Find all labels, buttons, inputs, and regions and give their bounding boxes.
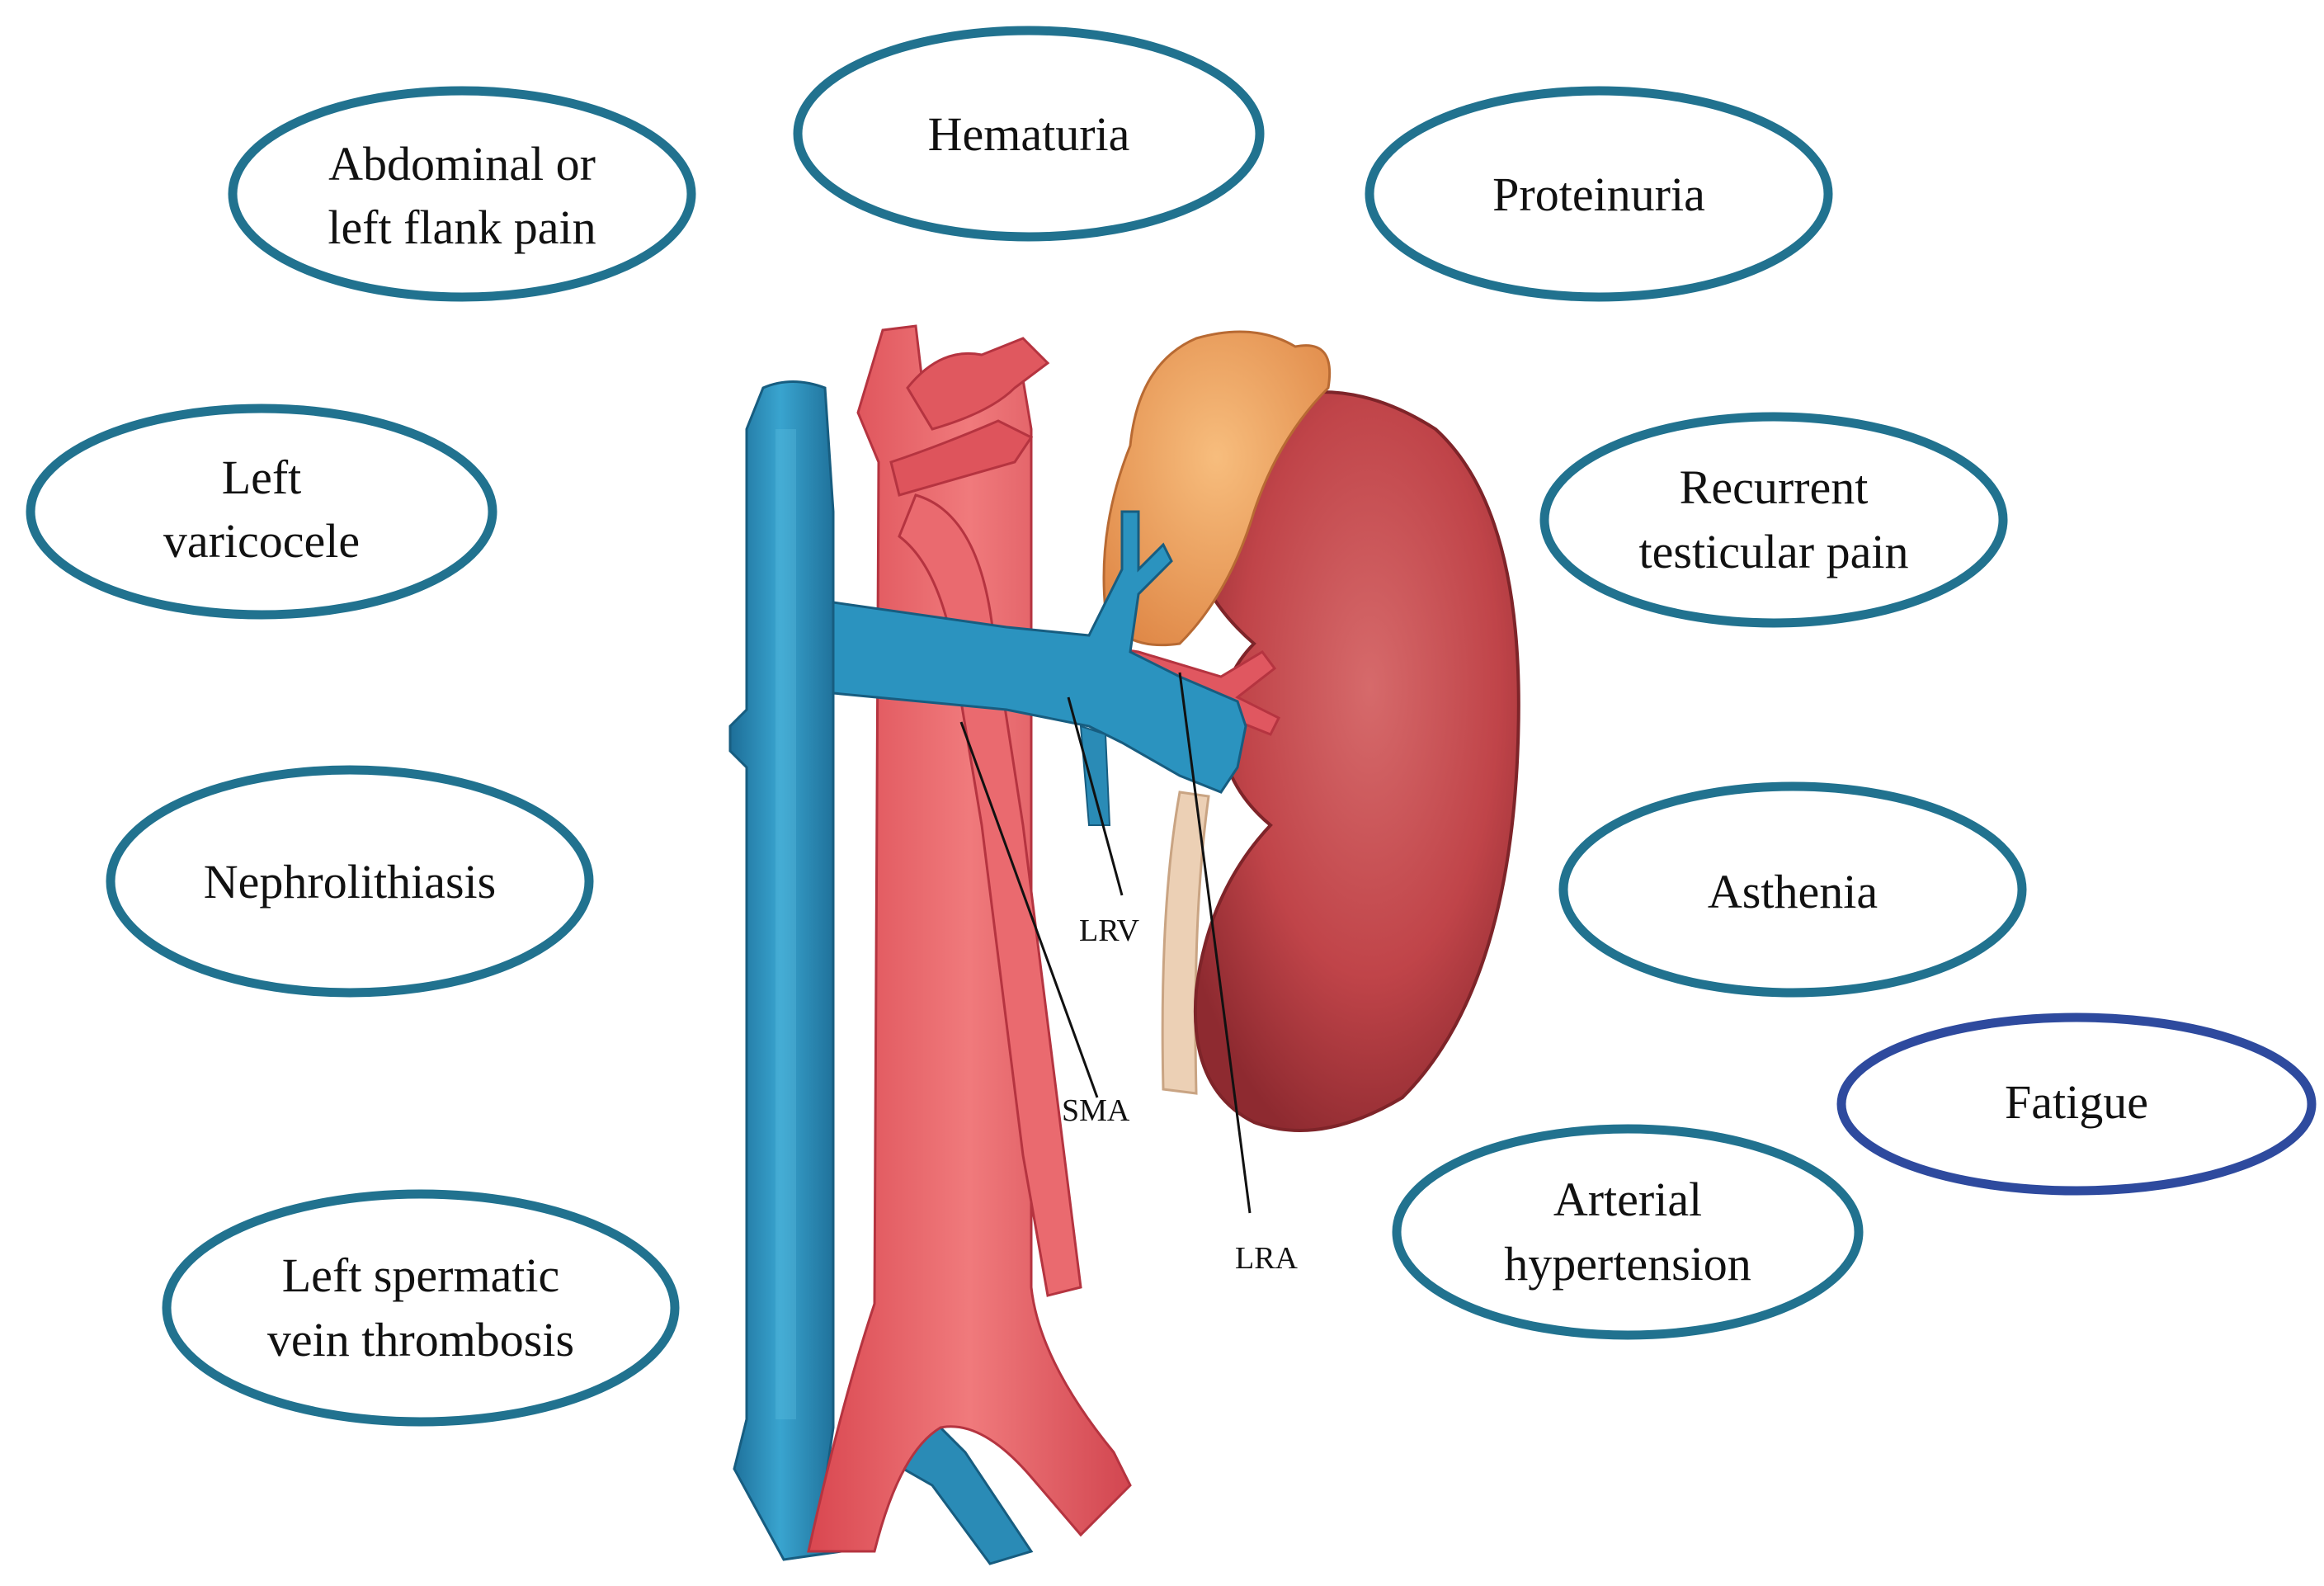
symptom-hematuria-text: Hematuria [928,107,1130,161]
symptom-nephrolithiasis-text: Nephrolithiasis [204,855,496,909]
symptom-fatigue: Fatigue [1836,1012,2317,1196]
symptom-hypertension-line2: hypertension [1504,1237,1751,1291]
anatomy-illustration: LRV SMA LRA [728,324,1520,1565]
symptom-thrombosis-line2: vein thrombosis [267,1313,574,1367]
symptom-hypertension-line1: Arterial [1553,1173,1702,1226]
superior-mesenteric-artery [898,493,1082,1297]
symptom-proteinuria: Proteinuria [1365,86,1833,302]
symptom-varicocele-line1: Left [222,451,302,504]
celiac-branch [889,419,1034,497]
lrv-label: LRV [1079,913,1140,948]
symptom-testicular-line1: Recurrent [1680,460,1869,514]
symptom-recurrent-testicular-pain: Recurrent testicular pain [1539,412,2008,628]
symptom-asthenia: Asthenia [1558,781,2027,998]
symptom-left-varicocele: Left varicocele [26,404,497,620]
lra-pointer-line [1178,672,1252,1214]
sma-label: SMA [1062,1093,1130,1128]
left-gonadal-vein [1079,725,1111,826]
symptom-fatigue-text: Fatigue [2005,1075,2148,1129]
symptom-asthenia-text: Asthenia [1708,865,1878,918]
symptom-abdominal-pain: Abdominal or left flank pain [228,86,696,302]
celiac-trunk [906,337,1050,431]
symptom-left-spermatic-vein-thrombosis: Left spermatic vein thrombosis [162,1189,680,1427]
symptom-thrombosis-line1: Left spermatic [282,1249,560,1302]
ureter [1161,791,1210,1095]
symptom-varicocele-line2: varicocele [163,514,360,568]
symptom-abdominal-line2: left flank pain [328,201,596,254]
symptom-abdominal-line1: Abdominal or [328,137,596,191]
symptom-hematuria: Hematuria [793,26,1265,242]
symptom-proteinuria-text: Proteinuria [1492,168,1705,221]
lrv-pointer-line [1067,696,1124,896]
symptom-nephrolithiasis: Nephrolithiasis [106,765,594,998]
inferior-vena-cava [728,380,843,1561]
symptom-testicular-line2: testicular pain [1639,525,1909,578]
sma-pointer-line [959,721,1099,1098]
symptom-arterial-hypertension: Arterial hypertension [1392,1124,1864,1340]
lra-label: LRA [1235,1241,1299,1276]
ivc-highlight [775,429,796,1419]
